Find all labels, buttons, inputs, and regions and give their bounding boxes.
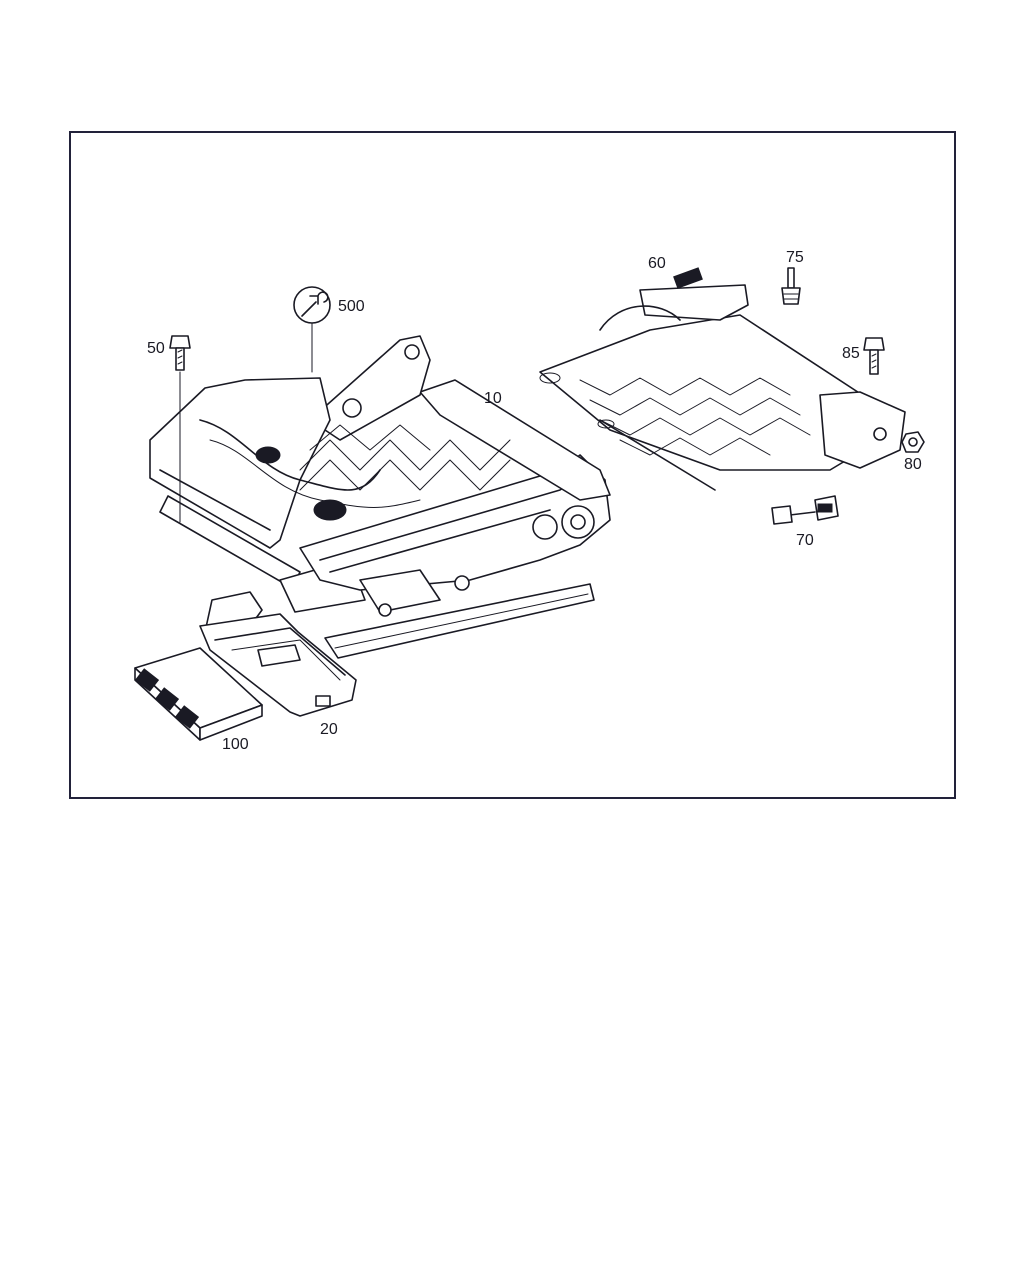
bolt-part-50[interactable] [169,335,191,523]
bracket-part-20[interactable] [199,591,357,717]
callout-70: 70 [796,532,814,549]
wrench-icon [293,286,331,373]
nut-part-80[interactable] [901,431,925,453]
callout-100: 100 [222,736,249,753]
control-unit-part-100[interactable] [134,647,263,741]
connector-part-70[interactable] [771,495,839,525]
callout-10: 10 [484,390,502,407]
callout-60: 60 [648,255,666,272]
callout-75: 75 [786,249,804,266]
callout-85: 85 [842,345,860,362]
callout-80: 80 [904,456,922,473]
callout-20: 20 [320,721,338,738]
clip-part-75[interactable] [781,267,801,305]
bolt-part-85[interactable] [863,337,885,375]
cushion-frame-part-60[interactable] [539,267,906,491]
seat-frame-part-10[interactable] [149,335,611,659]
callout-50: 50 [147,340,165,357]
callout-500: 500 [338,298,365,315]
